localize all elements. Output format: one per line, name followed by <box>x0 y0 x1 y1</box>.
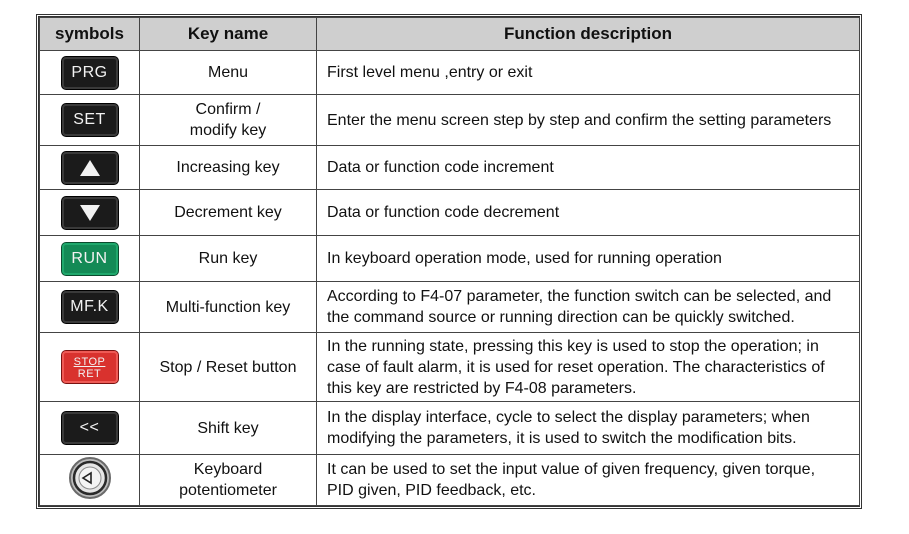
description-cell: In keyboard operation mode, used for run… <box>316 235 860 282</box>
symbol-cell: PRG <box>39 50 140 95</box>
table-row: << Shift key In the display interface, c… <box>39 401 860 455</box>
key-name-cell: Keyboard potentiometer <box>139 454 317 506</box>
symbol-cell: MF.K <box>39 281 140 333</box>
description-line: this key are restricted by F4-08 paramet… <box>327 379 637 397</box>
key-name-cell: Confirm / modify key <box>139 94 317 146</box>
description-cell: It can be used to set the input value of… <box>316 454 860 506</box>
table-row: MF.K Multi-function key According to F4-… <box>39 281 860 333</box>
description-cell: First level menu ,entry or exit <box>316 50 860 95</box>
stop-reset-key-icon: STOP RET <box>61 351 118 383</box>
table-row: Keyboard potentiometer It can be used to… <box>39 454 860 506</box>
key-name: Increasing key <box>176 159 280 176</box>
key-name: Decrement key <box>174 204 282 221</box>
key-name: Keyboard <box>193 461 263 478</box>
description-cell: According to F4-07 parameter, the functi… <box>316 281 860 333</box>
symbol-cell <box>39 189 140 236</box>
description-line: Data or function code decrement <box>327 204 560 221</box>
key-name: Run key <box>198 250 258 267</box>
key-name: modify key <box>189 122 267 139</box>
table-row: Increasing key Data or function code inc… <box>39 145 860 190</box>
run-key-icon: RUN <box>61 242 118 275</box>
key-name-cell: Increasing key <box>139 145 317 190</box>
symbol-cell: RUN <box>39 235 140 282</box>
symbol-cell: SET <box>39 94 140 146</box>
key-name: Shift key <box>197 419 259 437</box>
symbol-cell <box>39 145 140 190</box>
description-line: According to F4-07 parameter, the functi… <box>327 288 832 305</box>
key-name-cell: Run key <box>139 235 317 282</box>
symbol-cell <box>39 454 140 506</box>
mfk-key-icon: MF.K <box>61 291 118 323</box>
table-row: Decrement key Data or function code decr… <box>39 189 860 236</box>
key-name-cell: Decrement key <box>139 189 317 236</box>
description-line: First level menu ,entry or exit <box>327 64 533 81</box>
description-cell: In the display interface, cycle to selec… <box>316 401 860 455</box>
table-row: PRG Menu First level menu ,entry or exit <box>39 50 860 95</box>
description-line: case of fault alarm, it is used for rese… <box>327 358 825 376</box>
prg-key-icon: PRG <box>61 56 118 89</box>
description-line: In the display interface, cycle to selec… <box>327 409 810 426</box>
description-line: In the running state, pressing this key … <box>327 337 819 355</box>
potentiometer-knob-icon <box>68 456 112 505</box>
stop-label: STOP <box>73 356 106 368</box>
description-cell: Data or function code increment <box>316 145 860 190</box>
description-cell: Enter the menu screen step by step and c… <box>316 94 860 146</box>
key-name-cell: Shift key <box>139 401 317 455</box>
up-arrow-icon <box>61 151 118 184</box>
table-row: STOP RET Stop / Reset button In the runn… <box>39 332 860 402</box>
key-name: Multi-function key <box>165 298 291 316</box>
key-name-cell: Multi-function key <box>139 281 317 333</box>
ret-label: RET <box>77 368 102 380</box>
description-line: PID given, PID feedback, etc. <box>327 482 536 499</box>
description-line: In keyboard operation mode, used for run… <box>327 250 722 267</box>
key-name: potentiometer <box>179 482 277 499</box>
description-cell: In the running state, pressing this key … <box>316 332 860 402</box>
header-symbols: symbols <box>39 17 140 51</box>
header-key-name: Key name <box>139 17 317 51</box>
header-function: Function description <box>316 17 860 51</box>
description-cell: Data or function code decrement <box>316 189 860 236</box>
key-name: Confirm / <box>195 101 261 118</box>
key-name: Stop / Reset button <box>159 358 297 376</box>
description-line: Data or function code increment <box>327 159 554 176</box>
table-row: RUN Run key In keyboard operation mode, … <box>39 235 860 282</box>
symbol-cell: STOP RET <box>39 332 140 402</box>
set-key-icon: SET <box>61 104 118 136</box>
function-table: symbols Key name Function description PR… <box>39 17 860 506</box>
description-line: the command source or running direction … <box>327 309 795 326</box>
table-row: SET Confirm / modify key Enter the menu … <box>39 94 860 146</box>
symbol-cell: << <box>39 401 140 455</box>
description-line: Enter the menu screen step by step and c… <box>327 111 832 129</box>
description-line: It can be used to set the input value of… <box>327 461 816 478</box>
header-row: symbols Key name Function description <box>39 17 860 51</box>
key-name-cell: Stop / Reset button <box>139 332 317 402</box>
keypad-function-table: symbols Key name Function description PR… <box>36 14 862 509</box>
description-line: modifying the parameters, it is used to … <box>327 430 797 447</box>
down-arrow-icon <box>61 196 118 229</box>
key-name: Menu <box>207 64 249 81</box>
key-name-cell: Menu <box>139 50 317 95</box>
shift-key-icon: << <box>61 412 118 444</box>
